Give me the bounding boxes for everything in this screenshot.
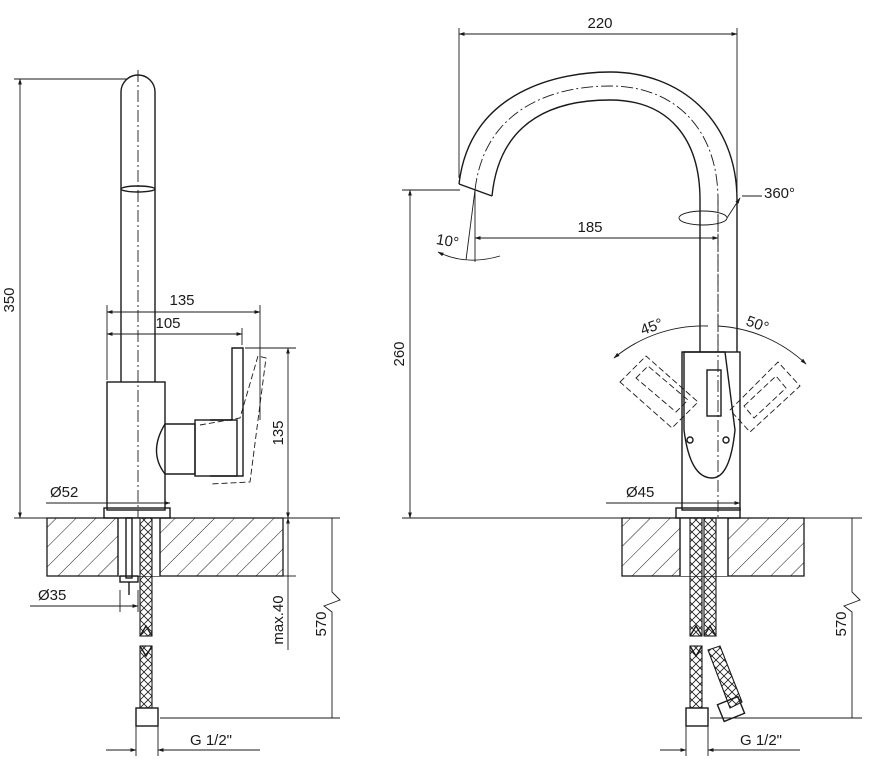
lever-ghost-left [619, 355, 699, 429]
front-spout [458, 71, 738, 352]
dim-body-height: 135 [270, 420, 287, 445]
rotation-ellipse [678, 210, 728, 226]
dim-spout-reach: 185 [577, 219, 602, 236]
dim-spout-height: 260 [391, 341, 408, 366]
dim-spout-tilt: 10° [435, 231, 460, 252]
side-view: 350 135 105 135 Ø52 Ø35 max.40 570 G 1/2… [1, 70, 341, 756]
hose-left-upper [139, 517, 153, 637]
dim-mount-diameter: Ø35 [38, 587, 66, 604]
dim-hose-length-right: 570 [833, 611, 850, 636]
side-cartridge [155, 423, 196, 475]
lever-ghost-right [729, 361, 801, 433]
dim-handle-reach-total: 135 [169, 292, 194, 309]
dim-connection-left: G 1/2" [190, 732, 232, 749]
hose-nut-right-b [716, 695, 746, 723]
dim-base-diameter: Ø52 [50, 484, 78, 501]
dim-lever-left-angle: 45° [638, 315, 665, 339]
front-body [681, 351, 741, 511]
hose-nut-right-a [685, 707, 709, 727]
hose-right-b [703, 517, 717, 637]
dim-handle-reach-inner: 105 [155, 315, 180, 332]
side-body [106, 381, 166, 511]
side-handle [210, 347, 244, 477]
dim-base-diameter-front: Ø45 [626, 484, 654, 501]
mount-slot-left [118, 518, 160, 576]
countertop-left [46, 517, 284, 577]
hose-right-a [689, 517, 703, 637]
dim-lever-right-angle: 50° [744, 313, 771, 337]
hose-nut-left [135, 707, 159, 727]
front-lever [683, 351, 736, 479]
side-handle-tilted [199, 355, 267, 485]
dim-hose-length-left: 570 [313, 611, 330, 636]
front-view: 45° 50° 220 360° 185 10° 260 Ø45 [391, 15, 862, 756]
dim-rotation: 360° [764, 185, 795, 202]
dim-side-height: 350 [1, 287, 18, 312]
dim-max-deck: max.40 [270, 595, 287, 644]
dim-spout-width: 220 [587, 15, 612, 32]
dim-connection-right: G 1/2" [740, 732, 782, 749]
